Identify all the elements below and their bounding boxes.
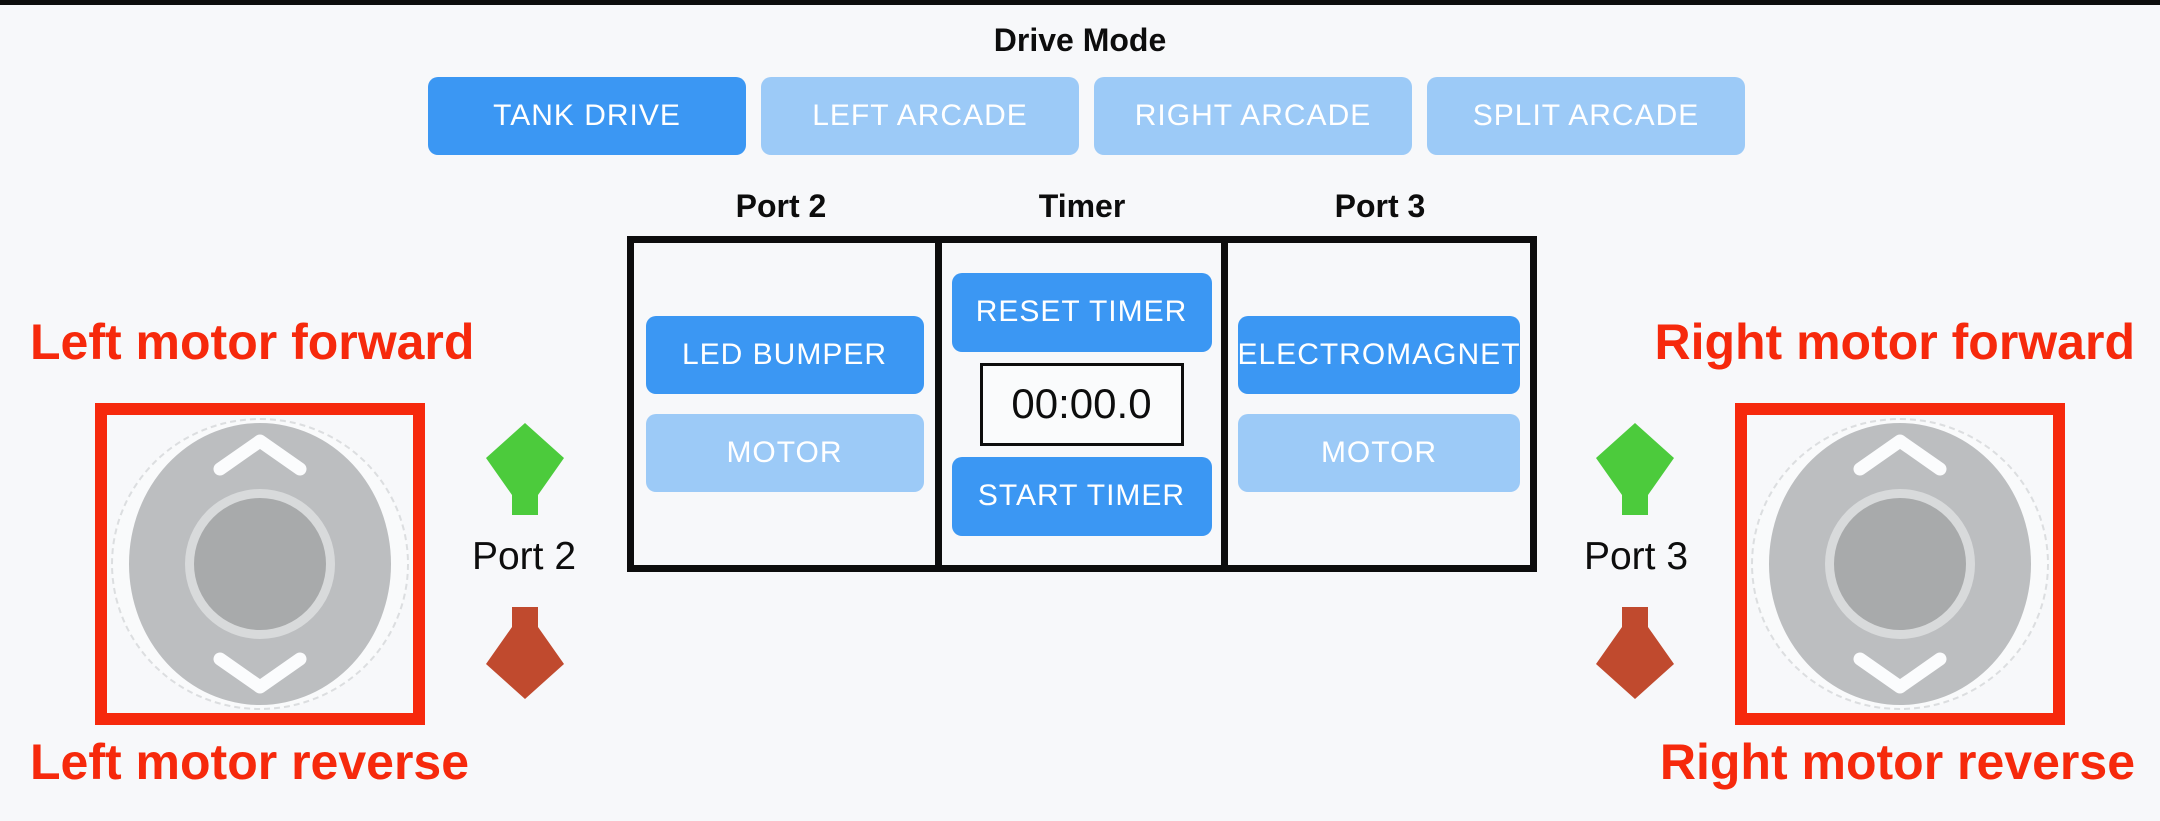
tank-drive-button[interactable]: TANK DRIVE — [428, 77, 746, 155]
up-arrow-icon — [1596, 423, 1674, 515]
left-motor-reverse-label: Left motor reverse — [30, 734, 470, 790]
chevron-down-icon — [213, 652, 307, 694]
timer-column: RESET TIMER 00:00.0 START TIMER — [935, 243, 1228, 565]
left-motor-forward-label: Left motor forward — [30, 314, 475, 370]
port2-column-header: Port 2 — [735, 188, 827, 224]
left-joystick-knob[interactable] — [194, 498, 326, 630]
electromagnet-button[interactable]: ELECTROMAGNET — [1237, 316, 1520, 394]
right-joystick-base — [1751, 418, 2049, 710]
right-motor-reverse-label: Right motor reverse — [1659, 734, 2135, 790]
start-timer-button[interactable]: START TIMER — [951, 456, 1212, 536]
port2-motor-button[interactable]: MOTOR — [645, 414, 924, 492]
chevron-up-icon — [213, 434, 307, 476]
led-bumper-button[interactable]: LED BUMPER — [645, 316, 924, 394]
drive-mode-title: Drive Mode — [993, 22, 1167, 58]
right-port-label: Port 3 — [1583, 535, 1689, 578]
left-port-label: Port 2 — [471, 535, 577, 578]
port2-column: LED BUMPER MOTOR — [634, 243, 935, 565]
port3-column: ELECTROMAGNET MOTOR — [1228, 243, 1530, 565]
top-strip — [0, 0, 2160, 5]
timer-column-header: Timer — [1038, 188, 1126, 224]
port3-motor-button[interactable]: MOTOR — [1238, 414, 1520, 492]
chevron-up-icon — [1853, 434, 1947, 476]
drive-mode-button-group: TANK DRIVE LEFT ARCADE RIGHT ARCADE SPLI… — [428, 77, 1745, 155]
chevron-down-icon — [1853, 652, 1947, 694]
reset-timer-button[interactable]: RESET TIMER — [951, 272, 1212, 352]
left-arcade-button[interactable]: LEFT ARCADE — [761, 77, 1079, 155]
left-joystick-zone — [95, 403, 425, 725]
port3-column-header: Port 3 — [1334, 188, 1426, 224]
right-motor-forward-label: Right motor forward — [1654, 314, 2135, 370]
down-arrow-icon — [1596, 607, 1674, 699]
device-control-panel: LED BUMPER MOTOR RESET TIMER 00:00.0 STA… — [627, 236, 1537, 572]
left-joystick-pad[interactable] — [129, 423, 391, 705]
right-joystick-knob[interactable] — [1834, 498, 1966, 630]
split-arcade-button[interactable]: SPLIT ARCADE — [1427, 77, 1745, 155]
left-joystick-base — [111, 418, 409, 710]
down-arrow-icon — [486, 607, 564, 699]
up-arrow-icon — [486, 423, 564, 515]
timer-display: 00:00.0 — [979, 362, 1184, 446]
right-joystick-pad[interactable] — [1769, 423, 2031, 705]
right-arcade-button[interactable]: RIGHT ARCADE — [1094, 77, 1412, 155]
right-joystick-zone — [1735, 403, 2065, 725]
